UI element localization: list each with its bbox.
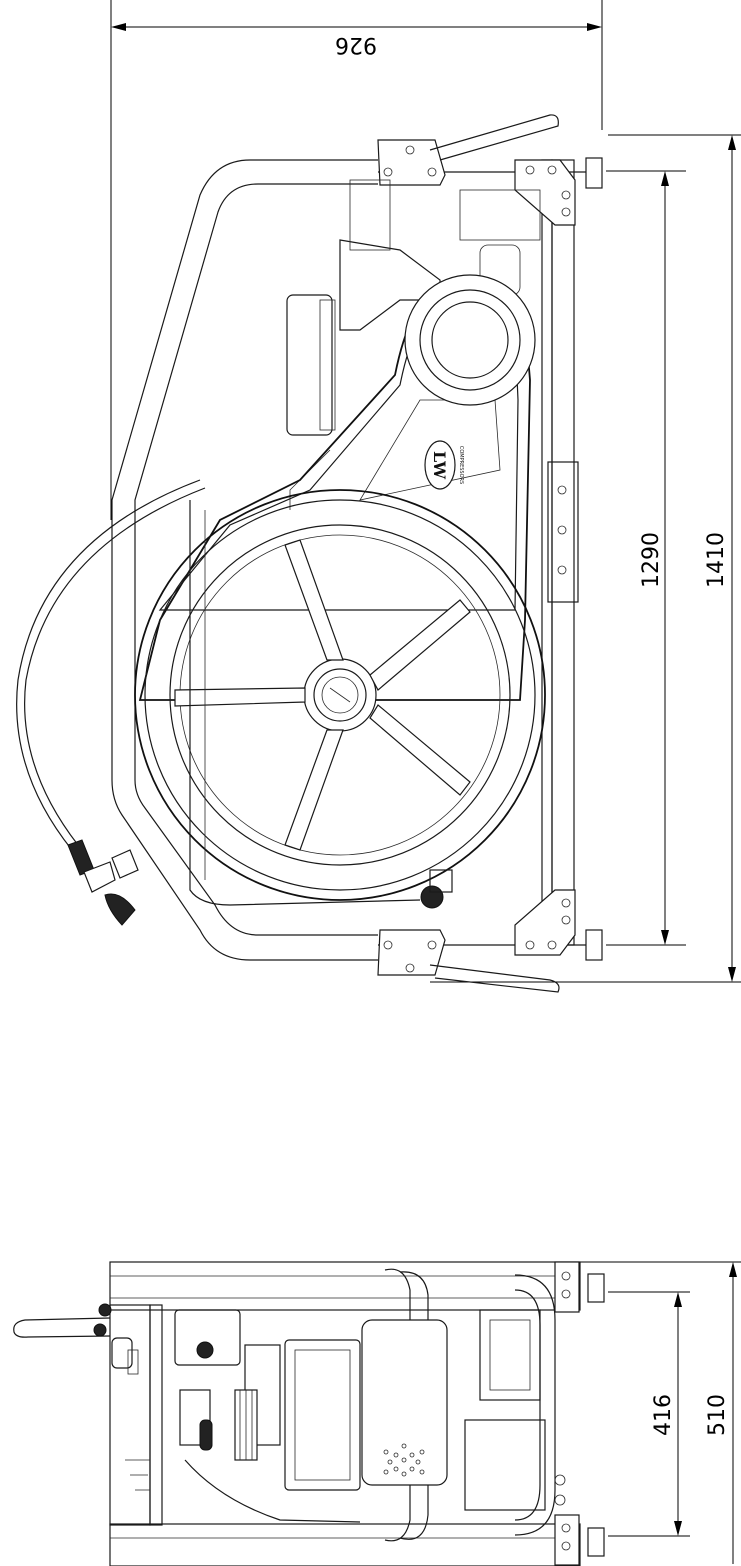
top-frame: [109, 1261, 605, 1566]
dim-top-width: 926: [110, 0, 603, 520]
brand-logo: LW COMPRESSORS: [424, 440, 464, 490]
dim-side: 1290 1410: [430, 134, 741, 983]
dim-side-outer-label: 1410: [704, 532, 729, 588]
compressor-internals: [125, 1309, 361, 1523]
dim-side-inner-label: 1290: [639, 532, 664, 588]
top-view: 926 1290 1410: [16, 0, 741, 993]
dim-bottom-inner-label: 416: [651, 1394, 676, 1436]
left-handle: [13, 1303, 139, 1375]
lower-body: [189, 500, 453, 909]
belt-guard: [138, 274, 536, 701]
frame-tube: [111, 159, 378, 961]
logo-mark: LW: [430, 451, 449, 480]
filling-hose: [16, 479, 206, 926]
dim-bottom: 416 510: [560, 1261, 741, 1564]
dim-top-width-label: 926: [335, 32, 377, 57]
bottom-view: 416 510: [13, 1261, 741, 1566]
flywheel: [134, 489, 546, 901]
vent-grille: [383, 1443, 425, 1477]
engine-cover: [361, 1309, 546, 1511]
logo-subtitle: COMPRESSORS: [458, 446, 464, 484]
dim-bottom-outer-label: 510: [705, 1394, 730, 1436]
handles: [429, 114, 560, 993]
corner-brackets: [377, 139, 603, 976]
